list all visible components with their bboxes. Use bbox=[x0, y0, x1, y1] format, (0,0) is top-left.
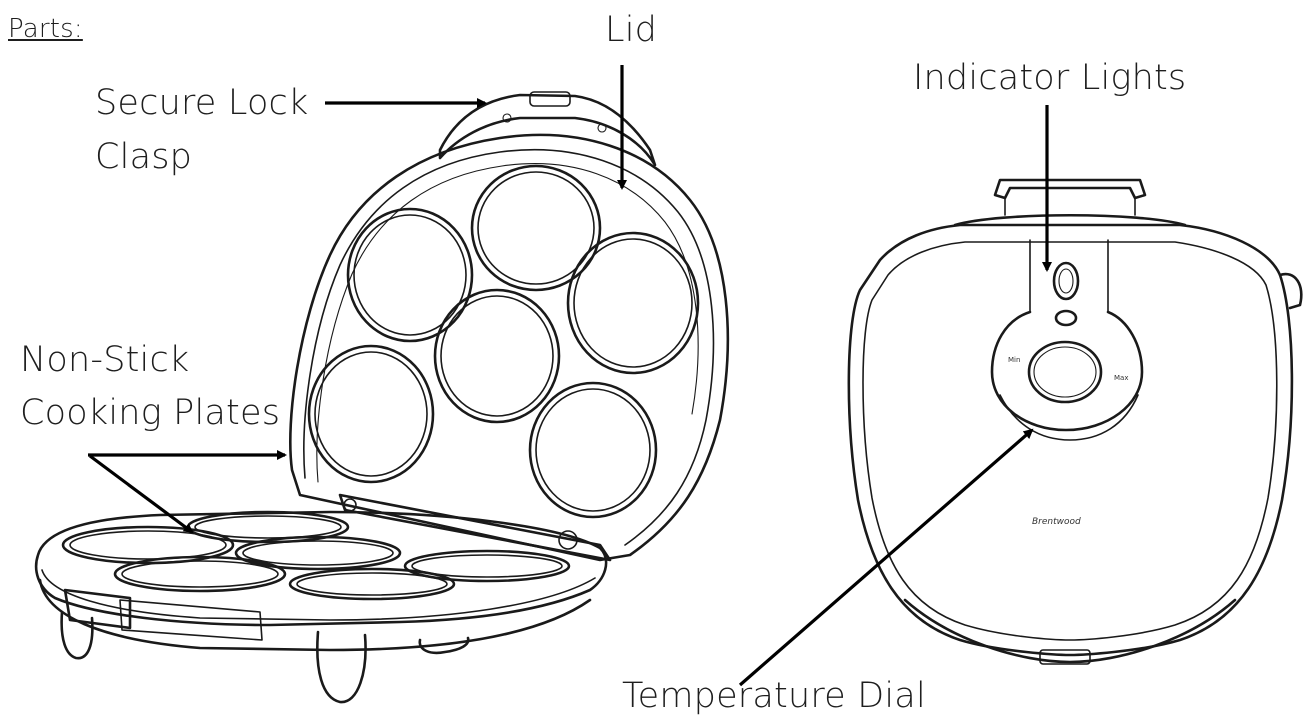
arrow-temperature-dial bbox=[738, 428, 1034, 687]
dial-housing bbox=[990, 310, 1144, 432]
foot-center bbox=[316, 630, 367, 704]
brand-logo: Brentwood bbox=[1032, 517, 1081, 527]
label-indicator-lights: Indicator Lights bbox=[913, 58, 1187, 98]
label-non-stick: Non-Stick bbox=[20, 340, 190, 380]
parts-header: Parts: bbox=[8, 14, 83, 44]
temperature-dial-knob bbox=[1027, 340, 1103, 404]
label-lid: Lid bbox=[605, 10, 658, 50]
label-cooking-plates: Cooking Plates bbox=[20, 393, 281, 433]
lid-shell bbox=[289, 133, 730, 562]
arrow-plates-bottom bbox=[89, 454, 194, 534]
label-temperature-dial: Temperature Dial bbox=[622, 676, 926, 716]
dial-min-mark: Min bbox=[1008, 356, 1020, 364]
indicator-light-1 bbox=[1052, 261, 1080, 301]
foot-left bbox=[60, 610, 94, 660]
dial-max-mark: Max bbox=[1114, 374, 1128, 382]
label-secure-lock: Secure Lock bbox=[95, 83, 309, 123]
open-appliance-illustration bbox=[34, 91, 730, 704]
top-clasp bbox=[993, 178, 1147, 200]
lock-clasp bbox=[438, 93, 657, 167]
body-outer bbox=[847, 223, 1294, 657]
indicator-light-2 bbox=[1054, 309, 1078, 327]
closed-appliance-illustration: Min Max Brentwood bbox=[847, 178, 1303, 665]
label-clasp: Clasp bbox=[95, 137, 193, 177]
foot-right bbox=[418, 636, 470, 655]
